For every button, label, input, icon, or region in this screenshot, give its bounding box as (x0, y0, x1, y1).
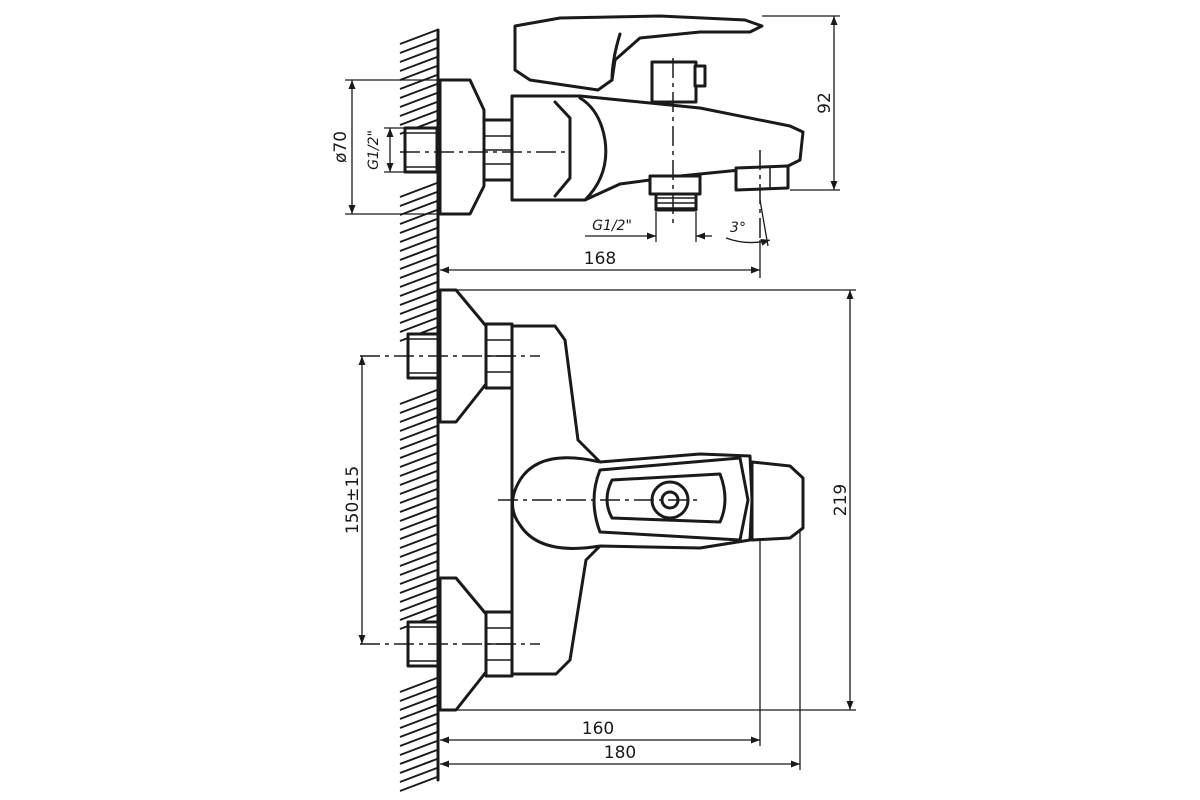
front-depth-total-label: 180 (604, 743, 636, 763)
lever-handle-side (513, 14, 764, 92)
spout-body-side (510, 94, 805, 202)
wall-hatch-line (399, 389, 438, 405)
wall-hatch-line (399, 524, 438, 540)
wall-hatch-line (399, 308, 438, 324)
center-distance-label: 150±15 (343, 466, 363, 534)
wall-hatch-line (399, 596, 438, 612)
front-depth-spout-label: 160 (582, 719, 614, 739)
wall-hatch-line (399, 83, 438, 99)
wall-hatch-line (399, 272, 438, 288)
cartridge-housing (511, 456, 601, 550)
flange-diameter-label: ø70 (331, 131, 351, 163)
wall-hatch-line (399, 101, 438, 117)
wall-hatch-line (399, 776, 438, 792)
wall-hatch-line (399, 452, 438, 468)
wall-hatch-line (399, 470, 438, 486)
wall-hatch-line (399, 425, 438, 441)
wall-hatch-line (399, 677, 438, 693)
wall-hatch-line (399, 281, 438, 297)
wall-hatch-line (399, 560, 438, 576)
spout-end-front (750, 460, 805, 542)
wall-hatch-line (399, 254, 438, 270)
wall-hatch-line (399, 569, 438, 585)
wall-hatch-line (399, 767, 438, 783)
side-height-label: 92 (815, 92, 835, 114)
side-depth-label: 168 (584, 249, 616, 269)
wall-hatch-line (399, 317, 438, 333)
front-view-dimensions: 150±15 219 160 180 (343, 289, 856, 770)
wall-hatch-line (399, 407, 438, 423)
wall-hatch-line (399, 191, 438, 207)
wall-hatch-line (399, 209, 438, 225)
wall-hatch-line (399, 74, 438, 90)
wall-hatch-line (399, 578, 438, 594)
wall-hatch-line (399, 218, 438, 234)
wall-hatch-line (399, 443, 438, 459)
wall-hatch-line (399, 695, 438, 711)
side-view (400, 14, 805, 240)
wall-hatch-line (399, 110, 438, 126)
wall-hatch-line (399, 398, 438, 414)
wall-hatch-line (399, 479, 438, 495)
flange-side (438, 78, 486, 216)
front-height-label: 219 (831, 484, 851, 516)
wall-hatch-line (399, 461, 438, 477)
wall-hatch-line (399, 434, 438, 450)
shower-outlet (648, 174, 702, 196)
wall-hatch-line (399, 65, 438, 81)
aerator (734, 164, 790, 192)
wall-hatch-line (399, 488, 438, 504)
wall-hatch-line (399, 56, 438, 72)
wall-hatch-line (399, 47, 438, 63)
wall-hatch-line (399, 227, 438, 243)
wall-hatch-line (399, 497, 438, 513)
wall-hatch-line (399, 515, 438, 531)
wall-hatch-line (399, 245, 438, 261)
diverter-knob (650, 60, 698, 104)
wall-hatch-line (399, 704, 438, 720)
front-view (360, 288, 805, 712)
wall-hatch-line (399, 758, 438, 774)
wall-hatch-line (399, 731, 438, 747)
spout-thread-label: G1/2" (592, 218, 632, 234)
wall-hatch-line (399, 587, 438, 603)
wall-hatch-line (399, 236, 438, 252)
wall-hatch-line (399, 713, 438, 729)
wall-hatch-line (399, 551, 438, 567)
wall-hatch-line (399, 29, 438, 45)
inlet-thread-label: G1/2" (366, 130, 382, 170)
inlet-stub-side (403, 126, 439, 174)
wall-hatch-line (399, 749, 438, 765)
wall-hatch-line (399, 722, 438, 738)
wall-hatch-line (399, 299, 438, 315)
wall-hatch-line (399, 533, 438, 549)
wall-hatch-line (399, 200, 438, 216)
wall-hatch-line (399, 542, 438, 558)
wall-hatch-line (399, 416, 438, 432)
wall-hatch-line (399, 686, 438, 702)
wall-hatch-line (399, 182, 438, 198)
wall-hatch-line (399, 740, 438, 756)
side-view-dimensions: ø70 G1/2" 92 G1/2" 3° 168 (331, 15, 840, 278)
wall-hatch-line (399, 290, 438, 306)
wall-hatch-line (399, 92, 438, 108)
wall-hatch-line (399, 263, 438, 279)
wall-hatch-line (399, 506, 438, 522)
wall-hatch-line (399, 605, 438, 621)
wall-hatch-line (399, 38, 438, 54)
spout-angle-label: 3° (730, 220, 746, 236)
